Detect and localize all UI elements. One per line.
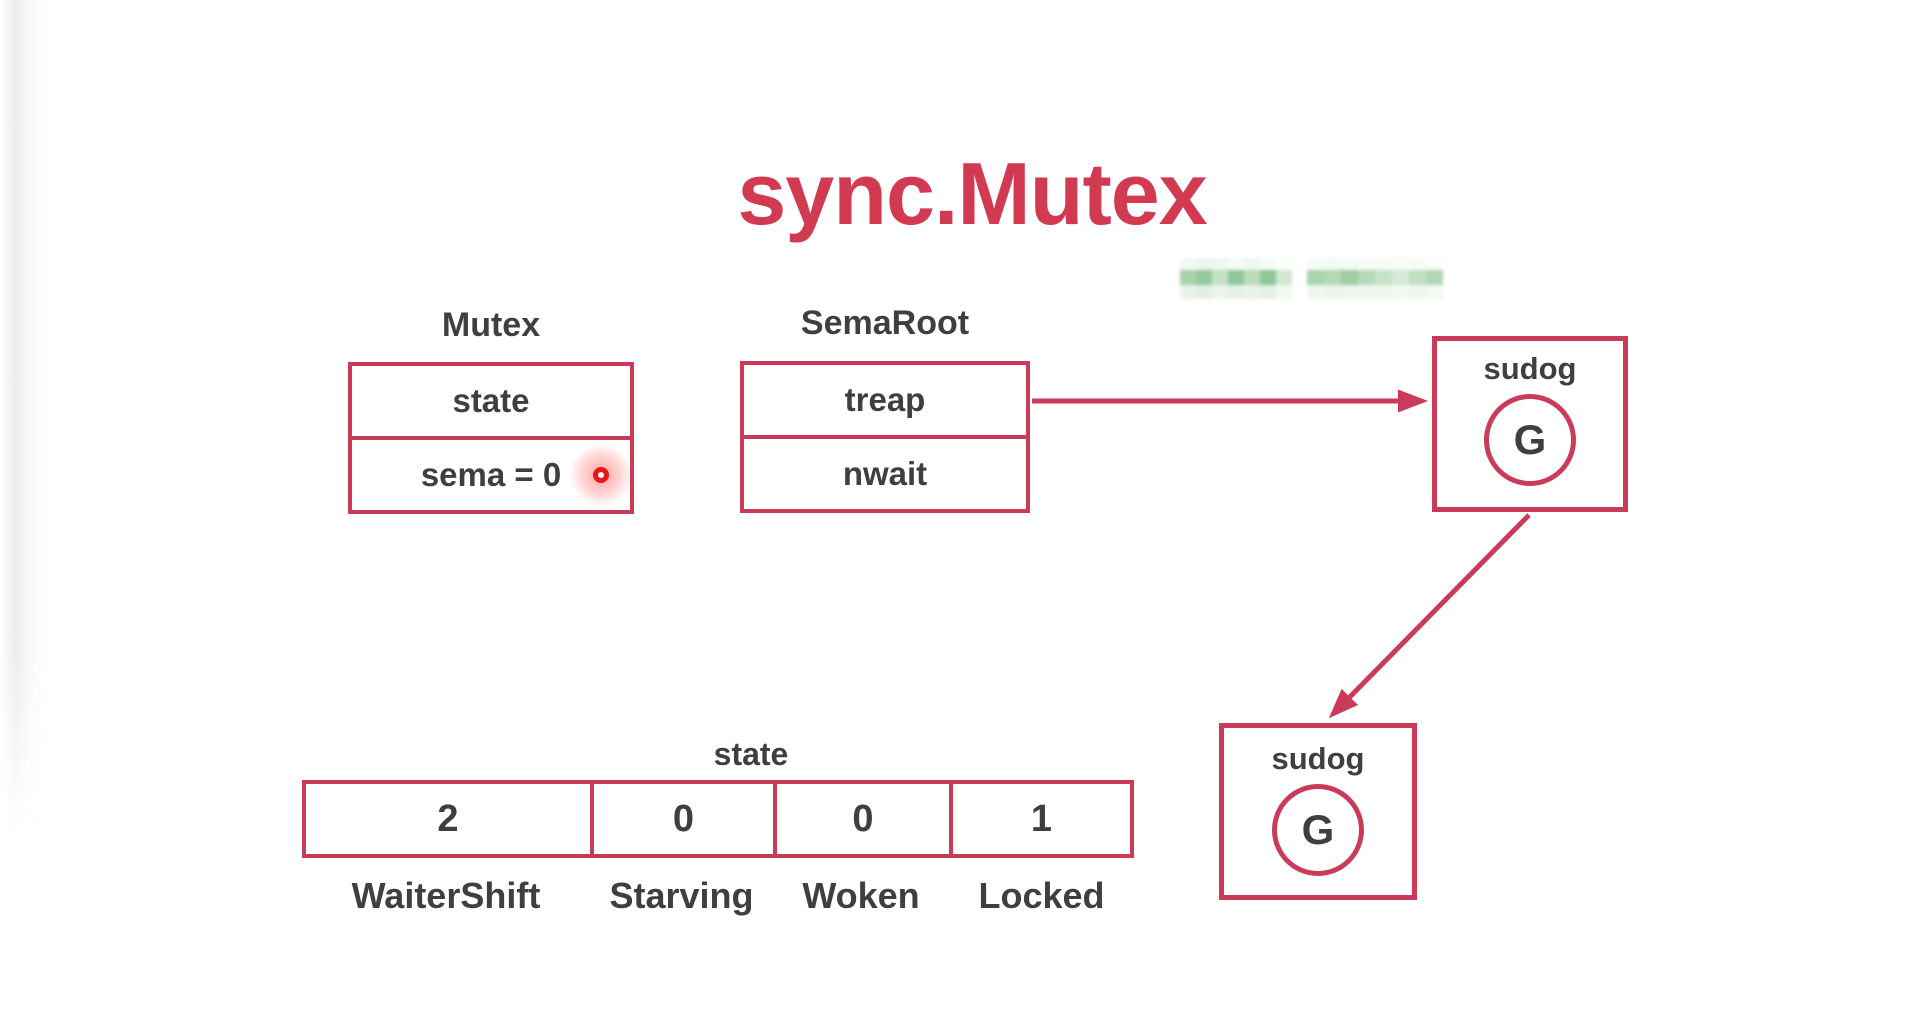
semaroot-struct-box: treap nwait bbox=[740, 361, 1030, 513]
state-bit-label-waitershift: WaiterShift bbox=[351, 875, 541, 916]
mutex-field-state: state bbox=[452, 382, 530, 419]
mutex-struct-label: Mutex bbox=[441, 306, 541, 344]
state-bit-label-starving: Starving bbox=[609, 875, 754, 916]
goroutine-letter-bottom: G bbox=[1301, 806, 1335, 853]
state-bit-value-woken: 0 bbox=[773, 784, 949, 854]
state-bits-title: state bbox=[713, 736, 789, 772]
semaroot-field-nwait: nwait bbox=[744, 435, 1026, 509]
goroutine-circle-top: G bbox=[1484, 394, 1576, 486]
sudog-node-top: sudog G bbox=[1432, 336, 1628, 512]
semaroot-field-treap: treap bbox=[844, 381, 926, 418]
blurred-text-block bbox=[1307, 258, 1443, 299]
sudog-bottom-label: sudog bbox=[1271, 741, 1365, 776]
arrow-sudog-to-sudog bbox=[1328, 513, 1531, 719]
state-bit-label-locked: Locked bbox=[978, 875, 1105, 916]
laser-pointer-dot bbox=[593, 467, 609, 483]
semaroot-struct-label: SemaRoot bbox=[800, 304, 970, 342]
goroutine-letter-top: G bbox=[1513, 416, 1547, 463]
mutex-field-sema: sema = 0 bbox=[352, 436, 630, 510]
state-bits-table: 2 0 0 1 bbox=[302, 780, 1134, 858]
left-edge-shadow bbox=[0, 0, 48, 838]
goroutine-circle-bottom: G bbox=[1272, 784, 1364, 876]
blurred-text-block bbox=[1180, 258, 1292, 299]
state-bit-label-woken: Woken bbox=[802, 875, 920, 916]
state-bit-value-locked: 1 bbox=[949, 784, 1130, 854]
sudog-top-label: sudog bbox=[1483, 351, 1577, 386]
slide-title: sync.Mutex bbox=[737, 144, 1207, 243]
sudog-node-bottom: sudog G bbox=[1219, 723, 1417, 900]
state-bit-value-starving: 0 bbox=[590, 784, 773, 854]
state-bits-labels: WaiterShift Starving Woken Locked bbox=[302, 874, 1134, 918]
state-bit-value-waitershift: 2 bbox=[437, 797, 459, 840]
